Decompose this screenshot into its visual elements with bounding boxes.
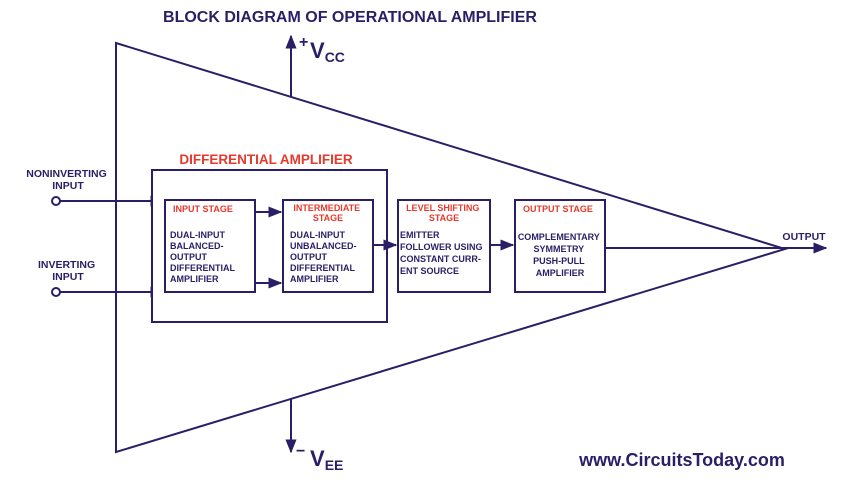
output-stage-body: COMPLEMENTARY SYMMETRY PUSH-PULL AMPLIFI… [518,232,602,278]
noninverting-input-label: NONINVERTING INPUT [26,168,109,192]
output-label: OUTPUT [782,231,826,243]
inverting-input-label: INVERTING INPUT [38,259,98,283]
intermediate-stage-block: INTERMEDIATE STAGE DUAL-INPUT UNBALANCED… [282,199,374,293]
opamp-triangle [115,41,789,454]
differential-amplifier-label: DIFFERENTIAL AMPLIFIER [179,152,352,167]
vee-label: VEE [310,446,343,473]
level-shifting-stage-body: EMITTER FOLLOWER USING CONSTANT CURR- EN… [400,230,485,276]
vcc-label: VCC [310,38,345,65]
level-shifting-stage-title: LEVEL SHIFTING STAGE [406,203,482,223]
input-stage-body: DUAL-INPUT BALANCED- OUTPUT DIFFERENTIAL… [170,230,237,284]
inverting-input-terminal [51,287,61,297]
watermark: www.CircuitsToday.com [578,450,785,470]
vcc-sign: + [299,34,308,51]
intermediate-stage-body: DUAL-INPUT UNBALANCED- OUTPUT DIFFERENTI… [290,230,359,284]
input-stage-title: INPUT STAGE [173,204,233,214]
intermediate-stage-title: INTERMEDIATE STAGE [293,203,362,223]
output-stage-title: OUTPUT STAGE [523,204,593,214]
output-stage-block: OUTPUT STAGE COMPLEMENTARY SYMMETRY PUSH… [514,199,606,293]
noninverting-input-terminal [51,196,61,206]
level-shifting-stage-block: LEVEL SHIFTING STAGE EMITTER FOLLOWER US… [397,199,491,293]
vee-sign: − [296,443,305,460]
input-stage-block: INPUT STAGE DUAL-INPUT BALANCED- OUTPUT … [164,199,256,293]
diagram-title: BLOCK DIAGRAM OF OPERATIONAL AMPLIFIER [163,9,537,26]
